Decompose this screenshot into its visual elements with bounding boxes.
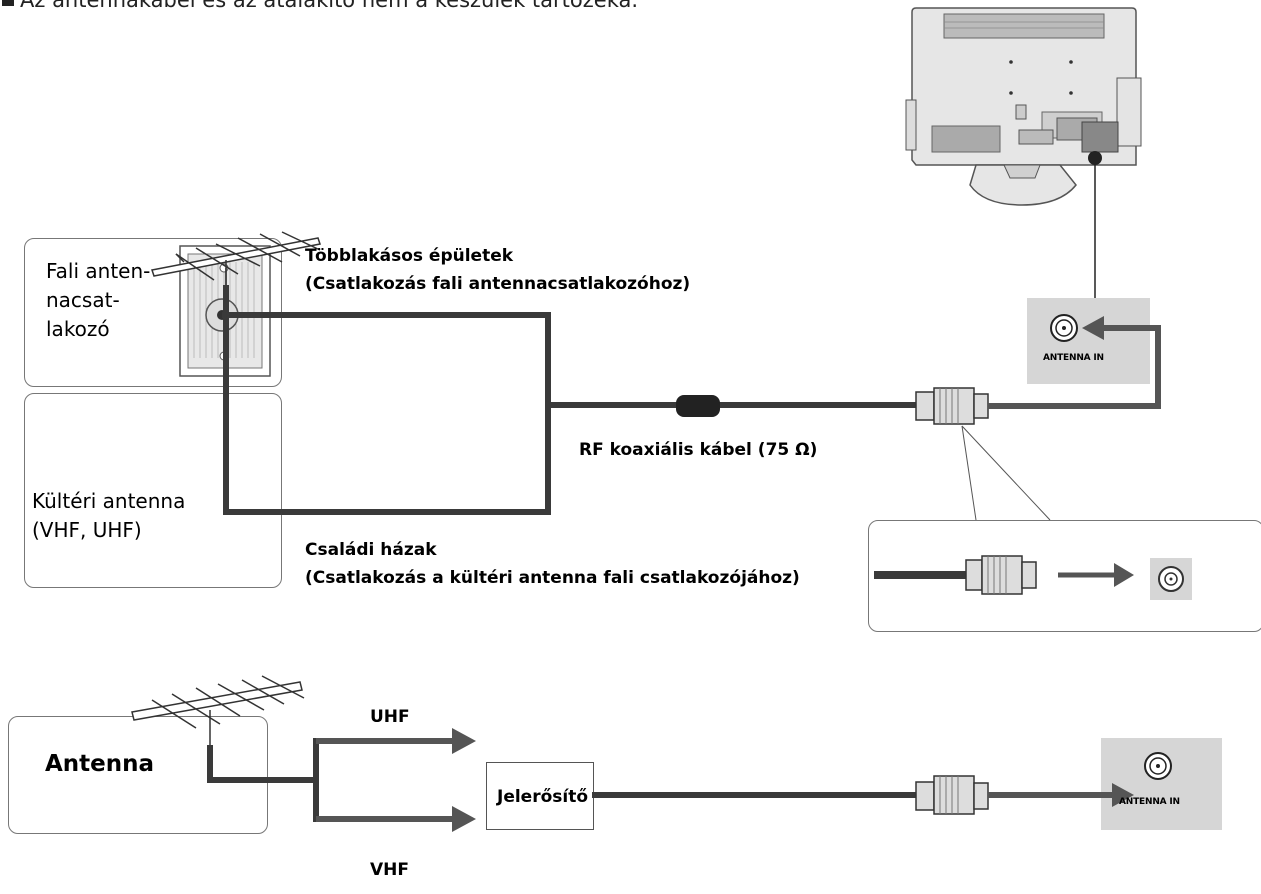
amplifier-box [486, 762, 594, 830]
antenna-in-jack-icon [1050, 314, 1078, 342]
coax-plug-icon [915, 387, 989, 425]
antenna-in-panel-top [1027, 298, 1150, 384]
arrow-icon [1058, 563, 1134, 587]
multi-unit-caption: Többlakásos épületek (Csatlakozás fali a… [305, 246, 691, 294]
outdoor-antenna-label: Kültéri antenna (VHF, UHF) [32, 489, 186, 542]
house-caption: Családi házak (Csatlakozás a kültéri ant… [305, 540, 800, 588]
outdoor-antenna-box [24, 393, 282, 588]
cable-label: RF koaxiális kábel (75 Ω) [579, 440, 818, 460]
antenna-in-label-top: ANTENNA IN [1043, 353, 1104, 363]
tv-back-icon [905, 7, 1142, 206]
wall-socket-label: Fali anten- nacsat- lakozó [46, 259, 151, 341]
bottom-antenna-box [8, 716, 268, 834]
uhf-label: UHF [370, 707, 410, 727]
bottom-antenna-label: Antenna [45, 751, 155, 777]
footnote-text: Az antennakábel és az átalakító nem a ké… [20, 0, 639, 12]
amplifier-label: Jelerősítő [497, 787, 589, 807]
vhf-label: VHF [370, 860, 409, 880]
antenna-in-label-bottom: ANTENNA IN [1119, 797, 1180, 807]
footnote: Az antennakábel és az átalakító nem a ké… [0, 0, 638, 12]
antenna-icon-bottom [131, 675, 305, 748]
